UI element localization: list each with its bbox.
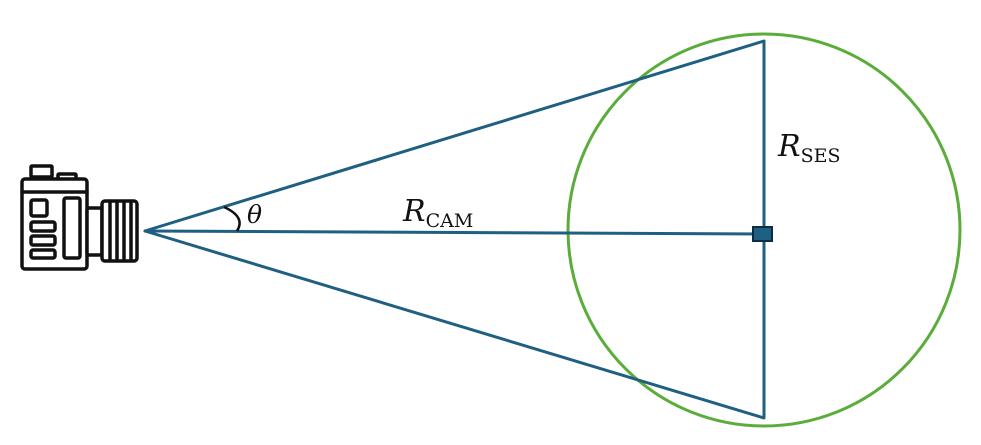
upper-cone-line bbox=[143, 39, 766, 233]
r-ses-main: R bbox=[777, 129, 801, 164]
r-cam-label: RCAM bbox=[402, 194, 473, 232]
camera-icon bbox=[20, 164, 139, 271]
r-ses-label: RSES bbox=[777, 129, 841, 167]
ses-circle bbox=[566, 32, 962, 428]
center-axis-line bbox=[143, 229, 766, 236]
r-cam-main: R bbox=[402, 194, 426, 229]
center-marker bbox=[752, 226, 773, 242]
theta-label: θ bbox=[247, 200, 262, 229]
theta-angle-arc bbox=[223, 205, 241, 232]
r-ses-subscript: SES bbox=[801, 145, 841, 167]
r-cam-subscript: CAM bbox=[426, 210, 474, 232]
lower-cone-line bbox=[143, 229, 766, 420]
